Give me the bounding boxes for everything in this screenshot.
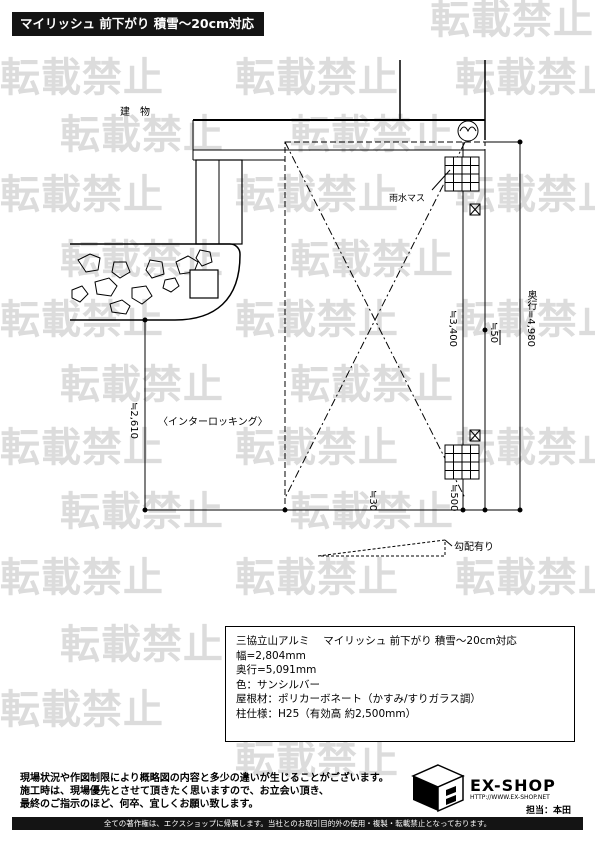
logo-name: EX-SHOP — [470, 776, 556, 795]
spec-roof: 屋根材：ポリカーボネート（かすみ/すりガラス調） — [236, 693, 481, 705]
building-label: 建 物 — [120, 107, 150, 118]
interlocking-label: 〈インターロッキング〉 — [158, 417, 268, 428]
dim-50-label: ≒50 — [488, 322, 499, 344]
dim-30-label: ≒30 — [367, 490, 378, 512]
note-line: 最終のご指示のほど、何卒、宜しくお願い致します。 — [20, 799, 259, 810]
ex-shop-logo-icon — [411, 764, 465, 813]
note-line: 施工時は、現場優先とさせて頂きたく思いますので、お立会い頂き、 — [20, 786, 329, 797]
page-title: マイリッシュ 前下がり 積雪～20cm対応 — [12, 12, 264, 36]
representative-label: 担当：本田 — [526, 806, 572, 816]
notes: 現場状況や作図制限により概略図の内容と多少の違いが生じることがございます。 施工… — [20, 772, 400, 811]
dim-inner-label: ≒3,400 — [447, 310, 458, 348]
logo-url: HTTP://WWW.EX-SHOP.NET — [470, 794, 550, 801]
dim-depth-label: 奥行=4,980 — [525, 290, 536, 348]
rain-basin-label: 雨水マス — [389, 194, 426, 204]
spec-depth: 奥行=5,091mm — [236, 664, 317, 676]
dim-height-label: ≒2,610 — [128, 402, 139, 440]
spec-width: 幅=2,804mm — [236, 649, 306, 662]
spec-box: 三協立山アルミ マイリッシュ 前下がり 積雪～20cm対応 幅=2,804mm … — [225, 626, 575, 742]
spec-post: 柱仕様：H25（有効高 約2,500mm） — [236, 707, 417, 720]
slope-label: 勾配有り — [454, 542, 494, 553]
note-line: 現場状況や作図制限により概略図の内容と多少の違いが生じることがございます。 — [20, 773, 389, 784]
spec-product: 三協立山アルミ マイリッシュ 前下がり 積雪～20cm対応 — [236, 635, 517, 647]
dim-500-label: ≒500 — [448, 484, 459, 512]
spec-color: 色：サンシルバー — [236, 678, 320, 691]
footer-copyright: 全ての著作権は、エクスショップに帰属します。当社とのお取引目的外の使用・複製・転… — [12, 817, 583, 830]
